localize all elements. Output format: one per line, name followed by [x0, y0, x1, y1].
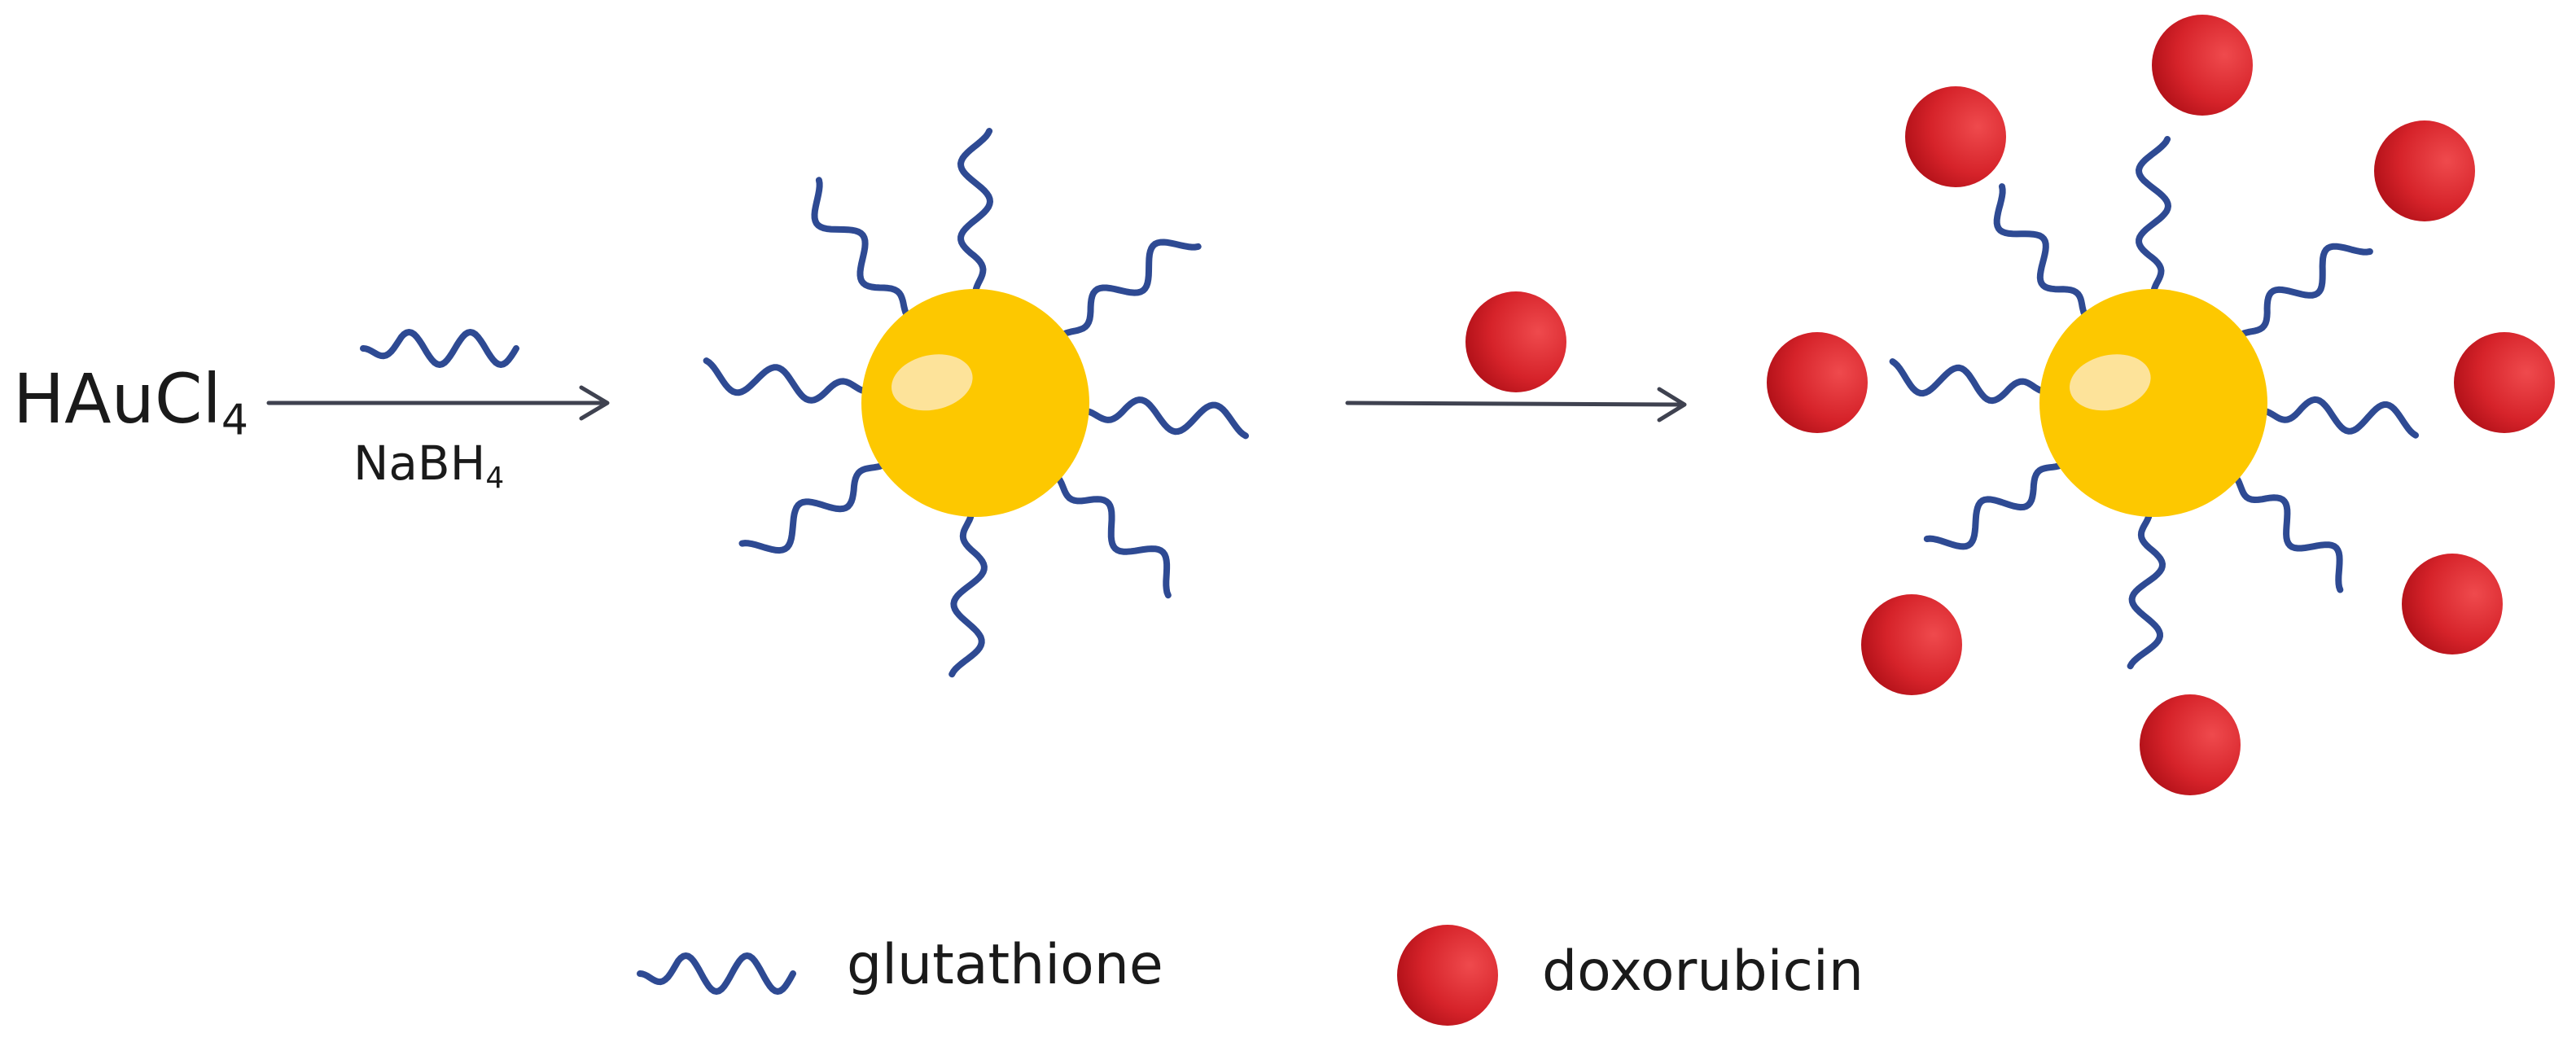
- reaction-arrow-icon: [1345, 387, 1687, 422]
- glutathione-chain: [1993, 183, 2090, 321]
- gold-core: [2039, 289, 2267, 517]
- reagent-label-haucl4: HAuCl4: [13, 359, 248, 445]
- glutathione-squiggle: [360, 329, 519, 368]
- legend-doxorubicin-icon: [1397, 925, 1498, 1026]
- gold-nanoparticle-glutathione-capped: [703, 128, 1249, 678]
- glutathione-chain: [2236, 243, 2373, 339]
- glutathione-chain: [738, 460, 888, 554]
- glutathione-chain: [1058, 239, 1202, 339]
- gold-highlight: [2070, 354, 2151, 411]
- reagent-glutathione-icon: [360, 329, 519, 368]
- glutathione-chain: [1053, 472, 1172, 599]
- glutathione-squiggle: [637, 952, 796, 995]
- doxorubicin-sphere: [2454, 332, 2555, 433]
- doxorubicin-sphere: [2152, 15, 2253, 116]
- glutathione-chain: [2231, 472, 2344, 593]
- glutathione-chain: [1923, 460, 2066, 550]
- gold-nanoparticle-doxorubicin-loaded: [1767, 15, 2555, 795]
- reagent-label-nabh4: NaBH4: [353, 436, 505, 496]
- glutathione-chain: [948, 508, 988, 678]
- glutathione-chain: [1080, 396, 1249, 440]
- doxorubicin-sphere: [2140, 694, 2241, 795]
- doxorubicin-sphere: [1861, 594, 1962, 695]
- glutathione-chain: [2127, 508, 2166, 670]
- glutathione-chain: [703, 357, 870, 404]
- glutathione-chain: [1889, 358, 2048, 405]
- doxorubicin-sphere: [1767, 332, 1868, 433]
- glutathione-chain: [2258, 396, 2419, 439]
- gold-highlight: [892, 354, 973, 411]
- doxorubicin-sphere: [2402, 554, 2503, 654]
- glutathione-chain: [957, 128, 993, 297]
- legend-label-glutathione: glutathione: [847, 933, 1163, 997]
- glutathione-chain: [2136, 136, 2171, 297]
- doxorubicin-sphere: [2374, 120, 2475, 221]
- gold-core: [861, 289, 1089, 517]
- reagent-doxorubicin-icon: [1465, 291, 1566, 392]
- reaction-arrow-icon: [266, 385, 610, 421]
- doxorubicin-sphere: [1905, 86, 2006, 187]
- legend-label-doxorubicin: doxorubicin: [1542, 939, 1864, 1004]
- legend-glutathione-icon: [637, 952, 796, 995]
- glutathione-chain: [811, 177, 912, 321]
